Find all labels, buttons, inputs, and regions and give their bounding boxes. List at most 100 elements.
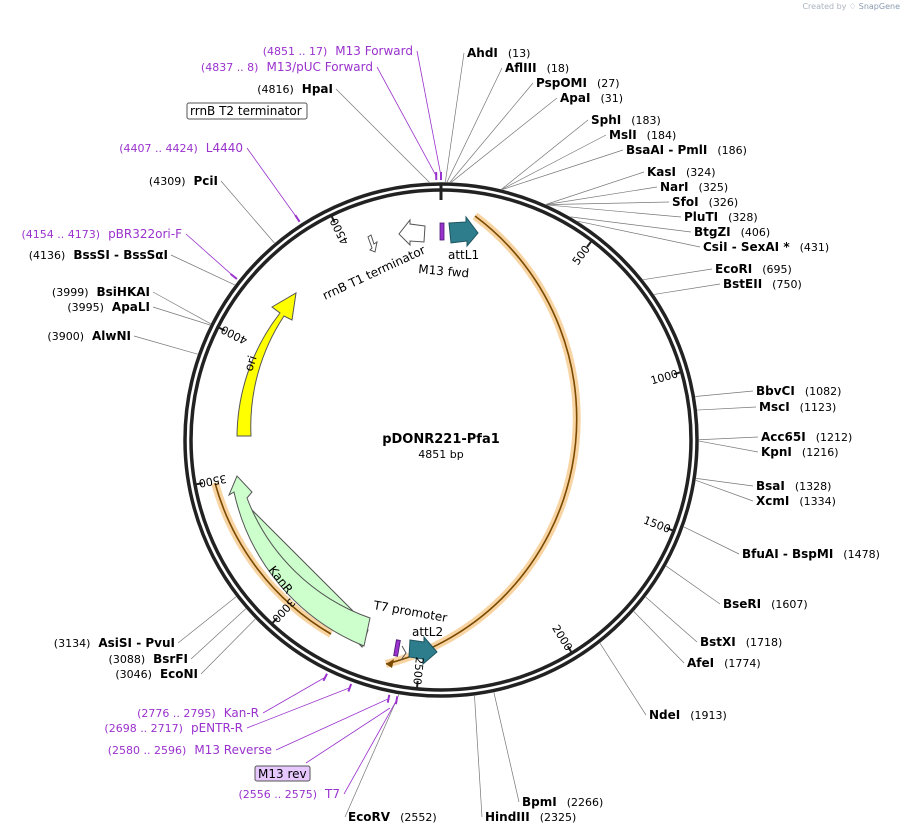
leader-lines — [133, 52, 759, 818]
m13fwd-marker — [439, 222, 445, 241]
tick-mark — [673, 371, 682, 376]
site-label: BstEII(750) — [723, 277, 802, 291]
site-label: SphI(183) — [591, 113, 661, 127]
rrnb-t2-arrow — [367, 234, 378, 253]
tick-mark — [566, 645, 573, 654]
site-leader — [449, 82, 534, 183]
site-label: KpnI(1216) — [761, 445, 838, 459]
snapgene-logo-icon: ♢ — [849, 2, 857, 11]
site-label: (4136)BssSI - BssSαI — [29, 248, 168, 262]
site-leader — [546, 201, 670, 206]
t7-promoter-label: T7 promoter — [371, 598, 448, 625]
site-label: BsaI(1328) — [756, 479, 831, 493]
primer-leader — [262, 676, 326, 714]
kanr-arrow — [227, 475, 371, 647]
tick-mark — [270, 617, 278, 625]
site-leader — [170, 254, 235, 286]
site-label: NarI(325) — [660, 180, 728, 194]
site-label: EcoRI(695) — [715, 262, 792, 276]
tick-label: 1500 — [642, 514, 673, 536]
rrnb-t2-label-box — [186, 102, 308, 120]
site-leader — [474, 695, 483, 818]
primer-label: (4154 .. 4173)pBR322ori-F — [22, 227, 183, 241]
m13rev-label-box — [254, 765, 311, 782]
site-leader — [698, 440, 759, 453]
site-label: (3088)BsrFI — [109, 652, 188, 666]
primer-label: (2556 .. 2575)T7 — [238, 787, 340, 801]
site-label: Acc65I(1212) — [761, 430, 852, 444]
site-label: CsiI - SexAI *(431) — [703, 240, 829, 254]
site-leader — [451, 97, 558, 183]
tick-mark — [586, 240, 593, 248]
primer-leader — [185, 233, 235, 277]
site-label: AfeI(1774) — [687, 656, 761, 670]
site-label: EcoRV(2552) — [348, 810, 437, 824]
site-label: BbvCI(1082) — [756, 384, 841, 398]
primer-mark — [394, 696, 399, 705]
site-leader — [697, 406, 757, 411]
site-label: BstXI(1718) — [700, 635, 782, 649]
second-arc — [214, 482, 332, 635]
site-leader — [547, 204, 682, 218]
rrnb-t1-arrow — [398, 218, 426, 247]
tick-label: 4000 — [219, 323, 250, 347]
primer-leader — [416, 50, 442, 177]
tick-label: 3500 — [198, 472, 228, 490]
primer-label: (4407 .. 4424)L4440 — [119, 141, 243, 155]
plasmid-size: 4851 bp — [418, 448, 463, 461]
insert-arrowhead-icon — [386, 659, 394, 668]
primer-label: (2698 .. 2717)pENTR-R — [104, 721, 243, 735]
primer-marks — [185, 50, 442, 795]
site-leader — [683, 526, 740, 555]
insert-arc — [385, 215, 578, 665]
site-leader — [698, 436, 759, 441]
tick-mark — [217, 326, 226, 332]
primer-leader — [246, 687, 350, 729]
site-label: BfuAI - BspMI(1478) — [742, 547, 880, 561]
site-leader — [645, 596, 698, 643]
site-leader — [695, 390, 754, 397]
attl1-label: attL1 — [448, 248, 479, 262]
site-leader — [546, 186, 658, 205]
site-label: PluTI(328) — [684, 210, 758, 224]
primer-mark — [294, 214, 301, 223]
primer-label: (2776 .. 2795)Kan-R — [137, 706, 259, 720]
primer-label: (2580 .. 2596)M13 Reverse — [108, 743, 272, 757]
primer-leader — [376, 66, 437, 177]
site-leader — [501, 119, 589, 190]
site-leader — [190, 608, 247, 660]
site-label: (4816)HpaI — [257, 82, 333, 96]
site-leader — [633, 611, 685, 664]
site-leader — [133, 335, 198, 355]
tick-label: 4500 — [328, 216, 352, 247]
site-label: MscI(1123) — [759, 400, 836, 414]
site-label: (3995)ApaLI — [67, 300, 150, 314]
primer-label: (4851 .. 17)M13 Forward — [263, 44, 413, 58]
ori-arrow — [236, 292, 297, 437]
site-leader — [665, 565, 721, 605]
site-label: XcmI(1334) — [756, 494, 836, 508]
site-leader — [220, 180, 275, 244]
site-leader — [502, 149, 624, 190]
site-leader — [570, 216, 692, 233]
ori-label: ori — [242, 354, 260, 373]
site-label: (3999)BsiHKAI — [52, 285, 150, 299]
site-leader — [599, 643, 647, 716]
site-leader — [446, 67, 503, 183]
site-leader — [653, 283, 721, 295]
tick-mark — [330, 214, 336, 224]
primer-leader — [343, 700, 397, 795]
site-label: ApaI(31) — [560, 91, 623, 105]
primer-leader — [275, 698, 389, 751]
primer-mark — [322, 673, 328, 682]
site-leader — [696, 478, 754, 487]
site-leader — [177, 596, 237, 644]
site-leader — [200, 618, 256, 675]
site-leader — [546, 171, 645, 205]
tick-mark — [415, 680, 419, 689]
site-label: BpmI(2266) — [522, 795, 603, 809]
site-leader — [344, 694, 400, 818]
rrnb-t2-label: rrnB T2 terminator — [190, 104, 302, 118]
primer-mark — [229, 273, 238, 280]
site-leader — [577, 220, 701, 248]
